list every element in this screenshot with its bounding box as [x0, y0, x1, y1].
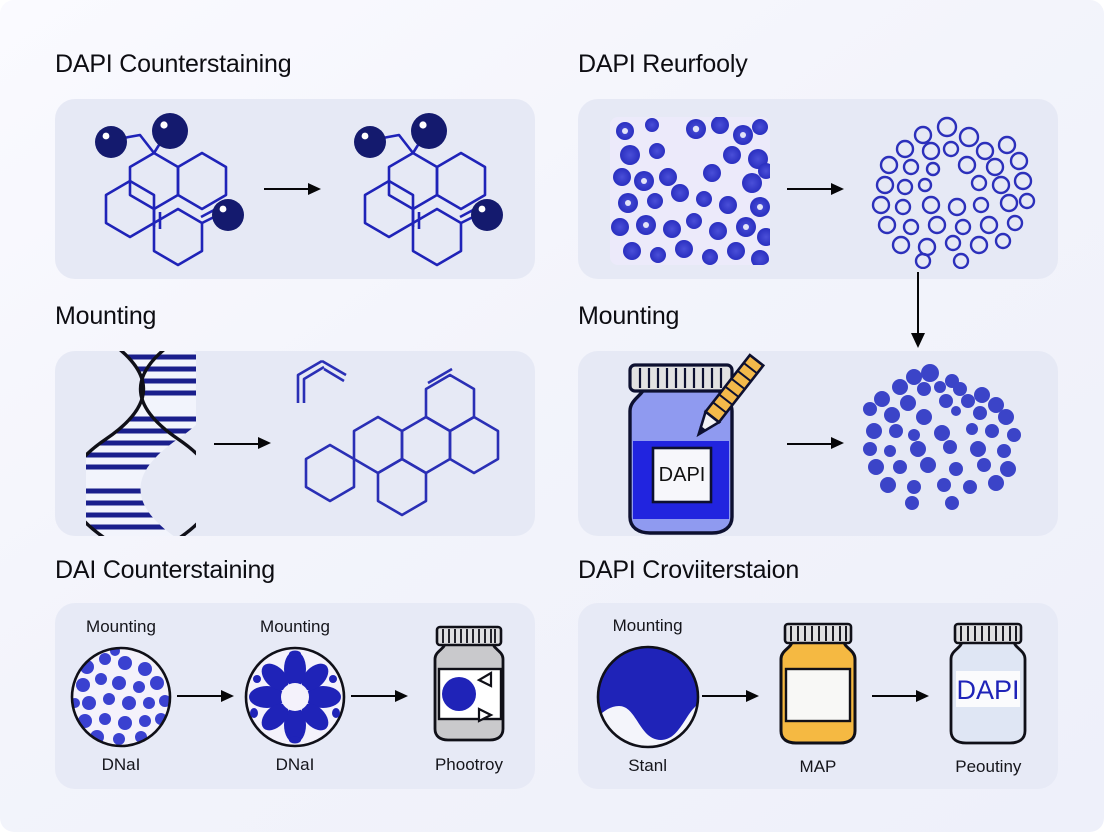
molecule-hexagon-cluster-icon: [353, 113, 503, 267]
arrow-right-icon: [701, 689, 764, 703]
arrow-right-icon: [872, 689, 934, 703]
arrow-right-icon: [177, 689, 239, 703]
stage-caption-bottom: Peoutiny: [955, 757, 1022, 776]
half-filled-circle-icon: [596, 645, 699, 749]
stage-caption-top: Mounting: [612, 616, 683, 635]
panel-mounting-left: [55, 351, 535, 536]
section-mounting-left: Mounting: [55, 302, 535, 536]
filled-cell-cluster-icon: [863, 364, 1022, 510]
stage-caption-bottom: Phootroy: [434, 755, 504, 774]
section-dai-counterstaining: DAI Counterstaining Mounting: [55, 556, 535, 789]
section-mounting-right: Mounting: [578, 302, 1058, 536]
stage-amber-jar: MAP: [765, 615, 871, 777]
section-title: DAPI Reurfooly: [578, 50, 748, 78]
jar-label-text: DAPI: [957, 675, 1020, 705]
stage-caption-bottom: DNaI: [275, 755, 315, 774]
dapi-clear-jar-icon: DAPI: [949, 622, 1027, 745]
dapi-jar-with-pencil-icon: DAPI: [627, 352, 765, 535]
stage-caption-top: Mounting: [260, 617, 330, 636]
stained-cells-circle-icon: [70, 646, 172, 748]
panel-dai-counterstaining: Mounting: [55, 603, 535, 789]
arrow-right-icon: [786, 437, 849, 451]
stage-caption-bottom: MAP: [799, 757, 837, 776]
panel-dapi-croviiterstaion: Mounting Stanl: [578, 603, 1058, 789]
arrow-right-icon: [787, 182, 849, 196]
section-title: Mounting: [55, 302, 157, 330]
section-title: Mounting: [578, 302, 680, 330]
amber-jar-icon: [779, 622, 857, 745]
stage-half-filled-circle: Mounting Stanl: [595, 616, 701, 776]
panel-mounting-right: DAPI: [578, 351, 1058, 536]
stage-flower-cell: Mounting: [243, 617, 347, 775]
section-title: DAPI Counterstaining: [55, 50, 292, 78]
stage-caption-bottom: Stanl: [628, 756, 667, 775]
polycyclic-molecule-icon: [296, 359, 500, 516]
panel-dapi-counterstaining: [55, 99, 535, 279]
panel-dapi-reurfooly: [578, 99, 1058, 279]
svg-text:DAPI: DAPI: [658, 464, 705, 486]
arrow-right-icon: [351, 689, 413, 703]
dna-double-helix-icon: [86, 351, 196, 536]
flower-cell-circle-icon: [244, 646, 346, 748]
arrow-right-icon: [263, 182, 326, 196]
section-dapi-croviiterstaion: DAPI Croviiterstaion Mounting Stanl: [578, 556, 1058, 789]
outline-cell-cluster-icon: [871, 116, 1036, 269]
arrow-down-icon: [911, 272, 925, 348]
micrograph-thumbnail-icon: [610, 117, 770, 265]
arrow-right-icon: [214, 437, 276, 451]
section-title: DAI Counterstaining: [55, 556, 275, 584]
stage-grey-jar: Phootroy: [417, 617, 521, 775]
stage-stained-cells: Mounting: [69, 617, 173, 775]
section-title: DAPI Croviiterstaion: [578, 556, 800, 584]
section-dapi-counterstaining: DAPI Counterstaining: [55, 50, 535, 279]
grey-jar-label-icon: [433, 625, 505, 742]
stage-caption-top: Mounting: [86, 617, 156, 636]
stage-dapi-clear-jar: DAPI Peoutiny: [935, 615, 1041, 777]
molecule-hexagon-cluster-icon: [95, 113, 245, 267]
stage-caption-bottom: DNaI: [101, 755, 141, 774]
section-dapi-reurfooly: DAPI Reurfooly: [578, 50, 1058, 279]
